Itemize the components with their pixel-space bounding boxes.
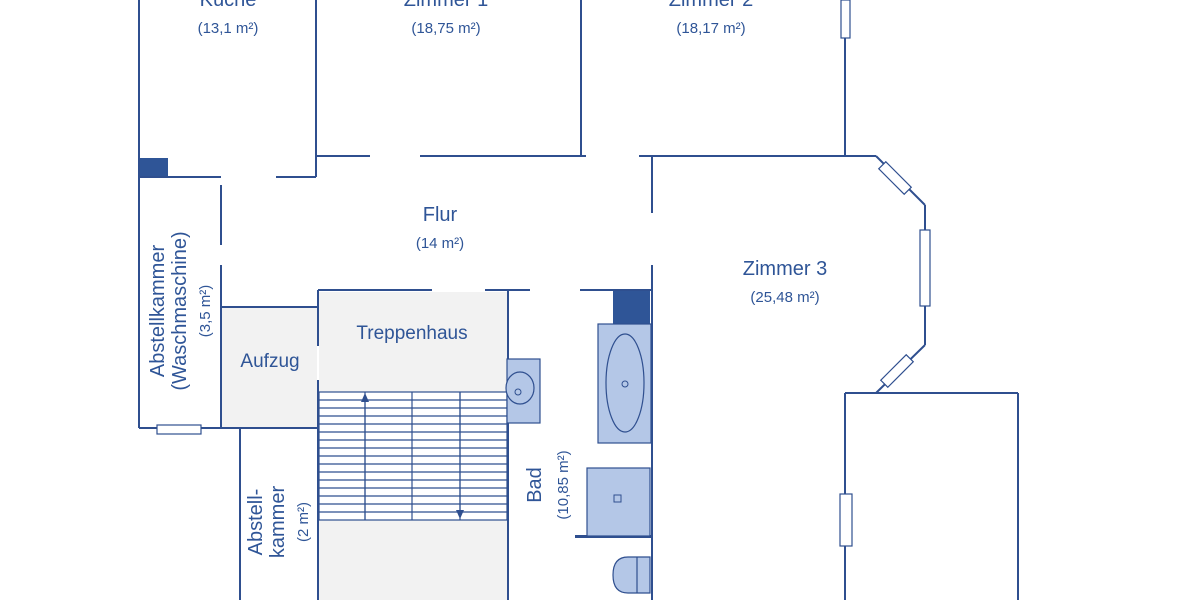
window-zimmer-right — [839, 493, 853, 547]
abstellkammer-wm-label: Abstellkammer (Waschmaschine) (3,5 m²) — [147, 231, 214, 390]
zimmer1-area: (18,75 m²) — [411, 20, 480, 37]
bad-area-label: (10,85 m²) — [555, 450, 572, 519]
abstellkammer2-line1: Abstell- — [245, 489, 267, 556]
shower-fixture — [586, 467, 651, 537]
aufzug-area — [221, 307, 317, 429]
zimmer3-area: (25,48 m²) — [750, 289, 819, 306]
treppenhaus-landing — [319, 292, 507, 392]
zimmer2-area: (18,17 m²) — [676, 20, 745, 37]
flur-name: Flur — [423, 204, 458, 226]
zimmer3-name: Zimmer 3 — [743, 258, 827, 280]
abstellkammer2-label: Abstell- kammer (2 m²) — [245, 486, 312, 559]
shaft-bad — [613, 291, 650, 324]
toilet-fixture — [612, 556, 651, 594]
window-abstellkammer — [156, 424, 202, 435]
walls — [138, 0, 1019, 600]
flur-area: (14 m²) — [416, 235, 464, 252]
stair-steps — [319, 399, 507, 513]
abstellkammer-wm-area: (3,5 m²) — [197, 285, 214, 338]
abstellkammer2-area: (2 m²) — [295, 502, 312, 542]
zimmer2-name: Zimmer 2 — [669, 0, 753, 11]
window-zimmer3-se — [879, 353, 915, 389]
aufzug-name: Aufzug — [240, 351, 299, 372]
sink-fixture — [505, 358, 541, 424]
bathtub-fixture — [597, 323, 652, 444]
treppenhaus-name: Treppenhaus — [356, 323, 467, 344]
window-zimmer2 — [840, 0, 851, 39]
bad-area: (10,85 m²) — [555, 450, 572, 519]
abstellkammer-wm-name: Abstellkammer — [147, 245, 169, 378]
shaft-kueche — [140, 158, 168, 178]
treppenhaus-lower — [319, 520, 507, 600]
bad-label: Bad — [524, 467, 546, 503]
stair-arrow-up — [361, 393, 369, 520]
abstellkammer-wm-sub: (Waschmaschine) — [169, 231, 191, 390]
stair-arrow-down — [456, 392, 464, 519]
window-zimmer3-east — [919, 229, 931, 307]
bad-name: Bad — [524, 467, 546, 503]
zimmer1-name: Zimmer 1 — [404, 0, 488, 11]
abstellkammer2-line2: kammer — [267, 486, 289, 559]
kueche-name: Küche — [200, 0, 257, 11]
window-zimmer3-ne — [877, 160, 913, 196]
kueche-area: (13,1 m²) — [198, 20, 259, 37]
